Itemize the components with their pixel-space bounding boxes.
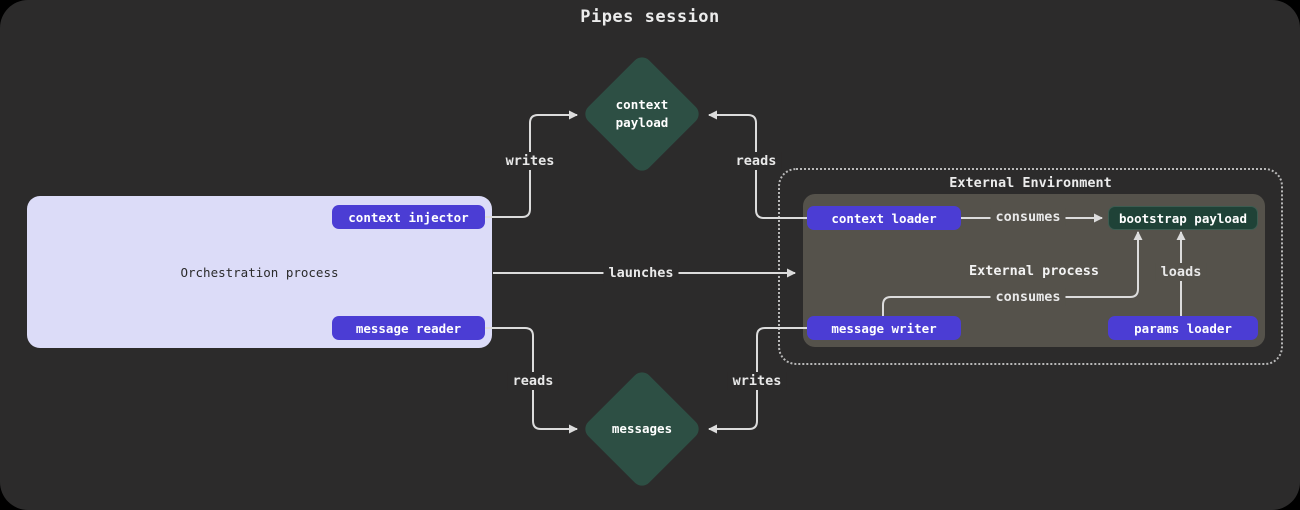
node-orchestration-process: Orchestration process context injector m… xyxy=(27,196,492,348)
node-message-writer: message writer xyxy=(807,316,961,340)
edge-label-consumes-top: consumes xyxy=(990,208,1066,226)
node-context-payload-label: context payload xyxy=(615,96,669,130)
external-environment-label: External Environment xyxy=(949,175,1112,191)
edge-label-writes-bottom: writes xyxy=(727,372,787,390)
edge-label-loads: loads xyxy=(1155,263,1207,281)
node-context-payload: context payload xyxy=(581,53,703,175)
node-context-loader: context loader xyxy=(807,206,961,230)
node-messages: messages xyxy=(581,368,703,490)
node-context-injector: context injector xyxy=(332,205,485,229)
edge-label-reads-bottom: reads xyxy=(507,372,559,390)
edge-label-writes-top: writes xyxy=(500,152,560,170)
group-external-environment: External Environment External process co… xyxy=(778,168,1283,365)
edge-label-launches: launches xyxy=(603,264,679,282)
diagram-title: Pipes session xyxy=(580,7,720,27)
node-params-loader: params loader xyxy=(1108,316,1258,340)
edge-label-reads-top: reads xyxy=(730,152,782,170)
node-bootstrap-payload: bootstrap payload xyxy=(1108,206,1258,230)
node-message-reader: message reader xyxy=(332,316,485,340)
node-messages-label: messages xyxy=(611,420,673,436)
edge-label-consumes-bottom: consumes xyxy=(990,288,1066,306)
